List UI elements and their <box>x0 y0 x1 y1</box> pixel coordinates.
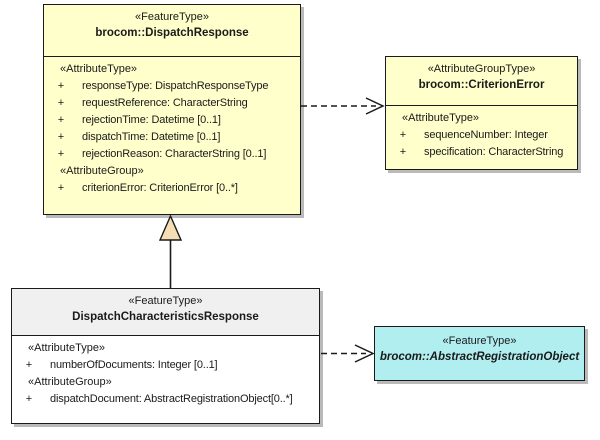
class-stereotype: «FeatureType» <box>128 295 203 307</box>
attribute-text: rejectionTime: Datetime [0..1] <box>82 114 221 126</box>
generalization-arrow[interactable] <box>158 214 183 288</box>
attribute-group-label: «AttributeGroup» <box>60 165 144 177</box>
attribute-row[interactable]: + criterionError: CriterionError [0..*] <box>48 180 296 197</box>
attribute-text: dispatchTime: Datetime [0..1] <box>82 131 221 143</box>
attribute-text: dispatchDocument: AbstractRegistrationOb… <box>50 393 293 405</box>
visibility-marker: + <box>57 131 65 143</box>
attribute-text: criterionError: CriterionError [0..*] <box>82 182 238 194</box>
attribute-group-label: «AttributeType» <box>28 342 106 354</box>
class-header: «AttributeGroupType» brocom::CriterionEr… <box>386 57 577 106</box>
visibility-marker: + <box>399 129 407 141</box>
visibility-marker: + <box>57 97 65 109</box>
attribute-row[interactable]: + numberOfDocuments: Integer [0..1] <box>16 357 315 374</box>
attribute-group-label: «AttributeGroup» <box>28 376 112 388</box>
attribute-row[interactable]: + dispatchDocument: AbstractRegistration… <box>16 391 315 408</box>
class-stereotype: «FeatureType» <box>135 11 209 23</box>
attribute-row[interactable]: + requestReference: CharacterString <box>48 95 296 112</box>
attribute-text: specification: CharacterString <box>424 146 564 158</box>
visibility-marker: + <box>25 359 33 371</box>
class-stereotype: «FeatureType» <box>442 335 517 347</box>
class-attributes: «AttributeType» + sequenceNumber: Intege… <box>386 106 577 166</box>
visibility-marker: + <box>57 80 65 92</box>
open-arrow-icon <box>365 97 385 115</box>
dependency-arrow-criterion-error[interactable] <box>301 97 385 115</box>
class-attributes: «AttributeType» + responseType: Dispatch… <box>44 57 300 202</box>
class-box-abstract-registration-object[interactable]: «FeatureType» brocom::AbstractRegistrati… <box>374 326 585 381</box>
class-header: «FeatureType» brocom::DispatchResponse <box>44 5 300 57</box>
attribute-row[interactable]: + rejectionReason: CharacterString [0..1… <box>48 146 296 163</box>
dependency-arrow-registration-object[interactable] <box>321 344 375 363</box>
class-name: brocom::DispatchResponse <box>95 27 249 39</box>
attribute-text: requestReference: CharacterString <box>82 97 248 109</box>
visibility-marker: + <box>57 148 65 160</box>
attribute-text: rejectionReason: CharacterString [0..1] <box>82 148 267 160</box>
attribute-text: responseType: DispatchResponseType <box>82 80 269 92</box>
visibility-marker: + <box>399 146 407 158</box>
visibility-marker: + <box>57 182 65 194</box>
visibility-marker: + <box>25 393 33 405</box>
attribute-row[interactable]: + responseType: DispatchResponseType <box>48 78 296 95</box>
open-arrow-icon <box>354 344 375 363</box>
attribute-group-label: «AttributeType» <box>402 112 480 124</box>
class-name: brocom::CriterionError <box>418 79 545 91</box>
class-box-criterion-error[interactable]: «AttributeGroupType» brocom::CriterionEr… <box>385 56 578 170</box>
attribute-row[interactable]: + dispatchTime: Datetime [0..1] <box>48 129 296 146</box>
class-attributes: «AttributeType» + numberOfDocuments: Int… <box>12 336 319 413</box>
hollow-triangle-icon <box>158 214 183 241</box>
attribute-row[interactable]: + rejectionTime: Datetime [0..1] <box>48 112 296 129</box>
class-box-dispatch-characteristics-response[interactable]: «FeatureType» DispatchCharacteristicsRes… <box>11 288 320 424</box>
attribute-group-label: «AttributeType» <box>60 63 138 75</box>
class-stereotype: «AttributeGroupType» <box>427 63 536 75</box>
attribute-text: numberOfDocuments: Integer [0..1] <box>50 359 218 371</box>
attribute-row[interactable]: + sequenceNumber: Integer <box>390 127 573 144</box>
attribute-text: sequenceNumber: Integer <box>424 129 548 141</box>
class-header: «FeatureType» brocom::AbstractRegistrati… <box>375 327 584 380</box>
class-name: DispatchCharacteristicsResponse <box>72 311 259 323</box>
visibility-marker: + <box>57 114 65 126</box>
attribute-row[interactable]: + specification: CharacterString <box>390 144 573 161</box>
class-header: «FeatureType» DispatchCharacteristicsRes… <box>12 289 319 336</box>
class-name: brocom::AbstractRegistrationObject <box>379 351 580 363</box>
class-box-dispatch-response[interactable]: «FeatureType» brocom::DispatchResponse «… <box>43 4 301 215</box>
